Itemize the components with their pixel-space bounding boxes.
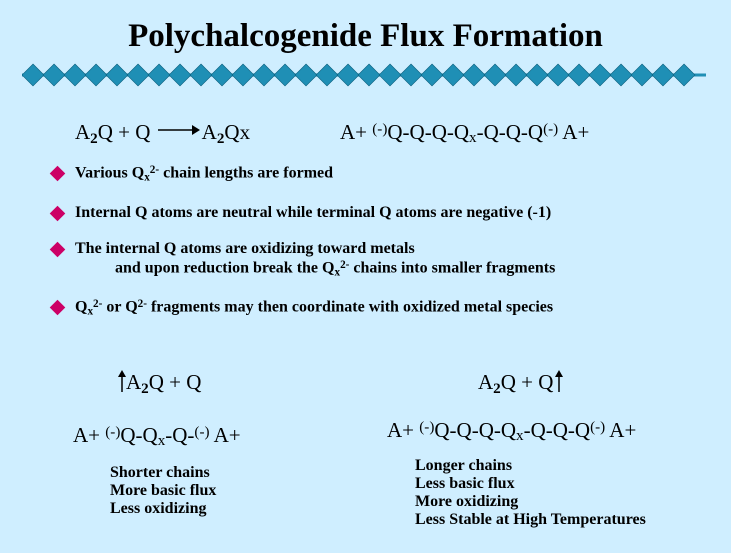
divider-diamond	[231, 63, 255, 87]
divider-diamond	[462, 63, 486, 87]
divider-diamond	[126, 63, 150, 87]
divider-diamond	[588, 63, 612, 87]
bullet-diamond-icon	[49, 241, 66, 258]
divider-diamond	[399, 63, 423, 87]
bullet-item: Various Qx2- chain lengths are formed	[75, 164, 334, 184]
up-arrow-icon	[555, 370, 564, 392]
note-line: Shorter chains	[110, 464, 210, 481]
note-line: Less basic flux	[415, 475, 515, 492]
divider-diamond	[483, 63, 507, 87]
divider-diamond	[315, 63, 339, 87]
divider-diamond	[630, 63, 654, 87]
divider-diamond	[42, 63, 66, 87]
note-line: More oxidizing	[415, 493, 519, 510]
divider-diamond	[147, 63, 171, 87]
bullet-diamond-icon	[49, 165, 66, 182]
divider-diamond	[189, 63, 213, 87]
bullet-item: Internal Q atoms are neutral while termi…	[75, 204, 552, 221]
divider-diamond	[336, 63, 360, 87]
right-equation: A2Q + Q	[478, 370, 564, 398]
bullet-item: The internal Q atoms are oxidizing towar…	[75, 240, 415, 257]
divider-diamond	[252, 63, 276, 87]
divider-diamond	[357, 63, 381, 87]
divider-diamond	[378, 63, 402, 87]
divider-diamond	[441, 63, 465, 87]
divider-diamond	[546, 63, 570, 87]
note-line: More basic flux	[110, 482, 217, 499]
right-notes: Longer chains Less basic flux More oxidi…	[415, 457, 646, 529]
diamond-divider	[22, 63, 706, 87]
note-line: Longer chains	[415, 457, 513, 474]
bullet-diamond-icon	[49, 205, 66, 222]
divider-diamond	[651, 63, 675, 87]
left-notes: Shorter chains More basic flux Less oxid…	[110, 464, 216, 518]
divider-diamond	[168, 63, 192, 87]
bullet-item-continuation: and upon reduction break the Qx2- chains…	[115, 259, 556, 279]
divider-diamond	[294, 63, 318, 87]
divider-diamond	[672, 63, 696, 87]
divider-diamond	[609, 63, 633, 87]
note-line: Less oxidizing	[110, 500, 207, 517]
divider-diamond	[525, 63, 549, 87]
left-equation: A2Q + Q	[118, 370, 201, 398]
divider-diamond	[63, 63, 87, 87]
up-arrow-icon	[118, 370, 126, 392]
slide-title: Polychalcogenide Flux Formation	[128, 18, 603, 54]
right-chain-structure: A+ (-)Q-Q-Q-Qx-Q-Q-Q(-) A+	[387, 418, 637, 445]
bullet-item: Qx2- or Q2- fragments may then coordinat…	[75, 298, 554, 318]
divider-diamond	[210, 63, 234, 87]
divider-diamond	[504, 63, 528, 87]
divider-diamond	[22, 63, 45, 87]
divider-diamond	[567, 63, 591, 87]
divider-diamond	[105, 63, 129, 87]
note-line: Less Stable at High Temperatures	[415, 511, 646, 528]
divider-diamond	[273, 63, 297, 87]
reaction-equation: A2Q + Q A2Qx	[75, 120, 251, 147]
divider-diamond	[420, 63, 444, 87]
reaction-arrow-icon	[157, 125, 200, 135]
bullet-diamond-icon	[49, 299, 66, 316]
divider-diamond	[84, 63, 108, 87]
left-chain-structure: A+ (-)Q-Qx-Q-(-) A+	[73, 423, 241, 450]
chain-structure: A+ (-)Q-Q-Q-Qx-Q-Q-Q(-) A+	[340, 120, 590, 147]
